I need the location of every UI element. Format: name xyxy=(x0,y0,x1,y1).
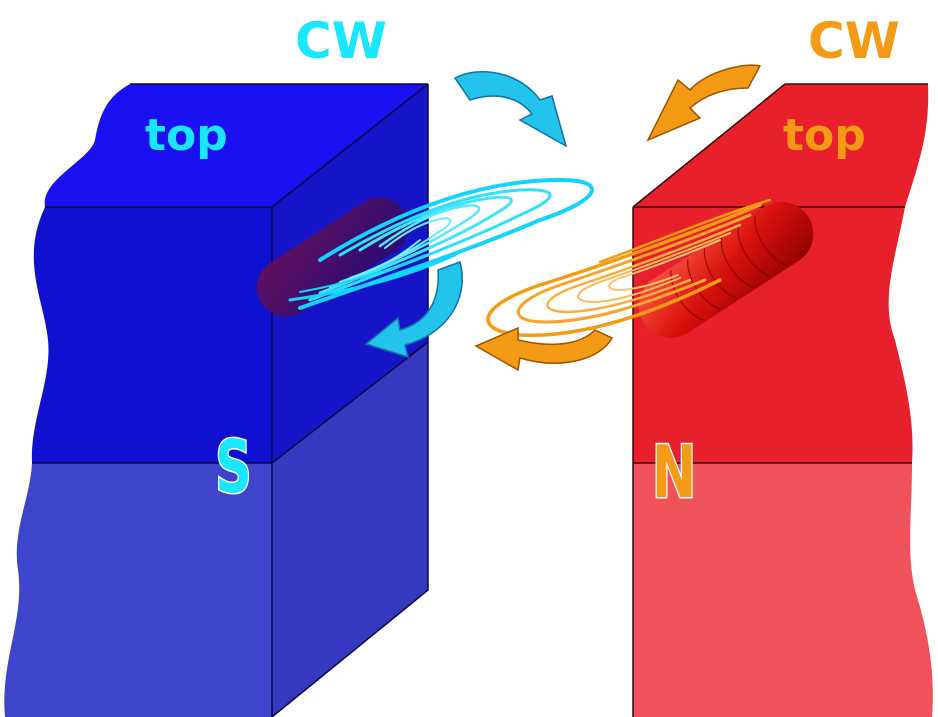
north-magnet-front-lower xyxy=(633,463,933,717)
south-magnet-front-lower xyxy=(4,463,272,717)
north-magnet-edges xyxy=(632,83,928,717)
north-rotation-arrow-bottom xyxy=(474,326,614,372)
south-magnet xyxy=(4,83,429,717)
south-rotation-label: CW xyxy=(295,12,387,70)
south-top-label: top xyxy=(145,110,228,161)
north-pole-label: N xyxy=(652,430,696,514)
south-magnet-front-upper xyxy=(31,207,272,463)
north-field-spiral xyxy=(486,198,772,338)
south-field-spiral xyxy=(288,177,594,310)
north-rotation-label: CW xyxy=(808,12,900,70)
south-pole-label: S xyxy=(215,426,251,510)
south-rotation-arrow-top xyxy=(453,71,568,148)
north-magnet xyxy=(632,83,933,717)
south-magnet-top-face xyxy=(44,84,429,207)
south-rotation-arrow-bottom xyxy=(364,261,463,359)
north-top-label: top xyxy=(783,110,866,161)
south-magnet-side-lower xyxy=(272,342,428,717)
south-magnet-edges xyxy=(32,83,429,717)
north-rotation-arrow-top xyxy=(646,64,762,142)
south-magnet-rod xyxy=(257,197,409,317)
north-magnet-top-face xyxy=(633,84,929,207)
